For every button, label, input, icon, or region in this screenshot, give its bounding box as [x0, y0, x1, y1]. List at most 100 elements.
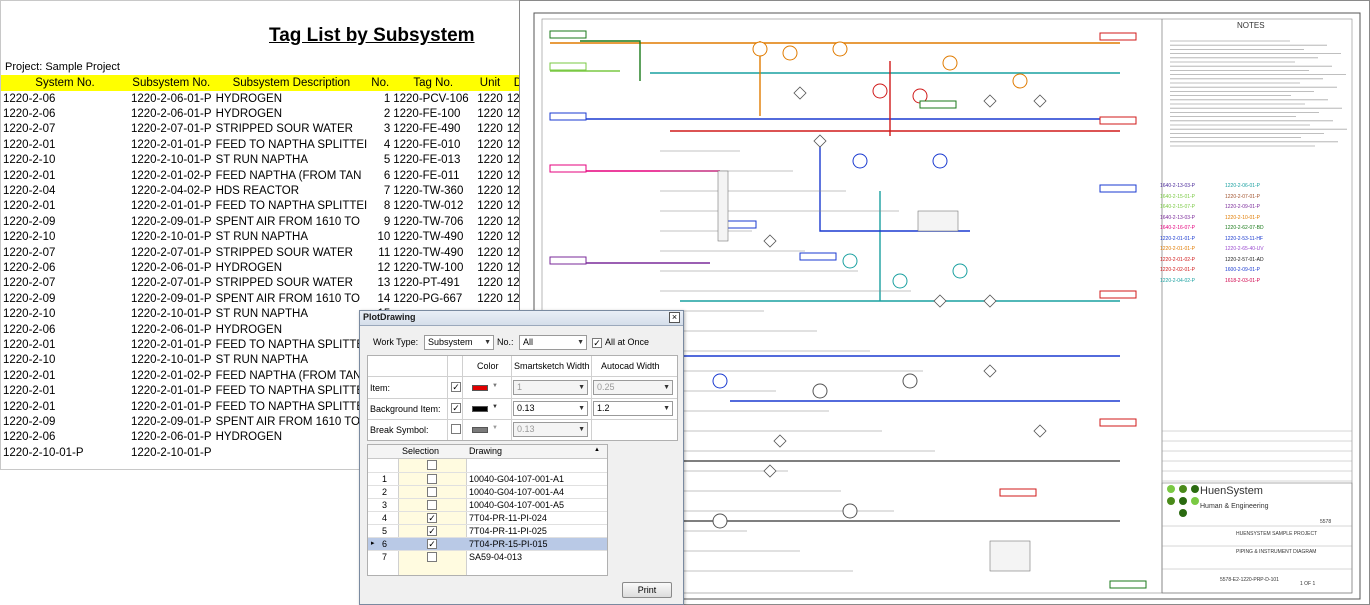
table-cell: 1220 — [477, 292, 503, 305]
drawing-select-checkbox[interactable] — [427, 500, 437, 510]
chevron-down-icon: ▼ — [663, 405, 670, 412]
drawing-list-row[interactable]: ▸6✓7T04-PR-15-PI-015 — [368, 537, 607, 550]
table-cell: 1220-2-01-01-P — [131, 200, 212, 213]
table-cell: 1220-2-09-01-P — [131, 415, 212, 428]
table-cell: HYDROGEN — [215, 261, 283, 274]
logo-dot — [1167, 497, 1175, 505]
chevron-down-icon: ▼ — [578, 405, 585, 412]
table-cell: 1220-2-01 — [3, 400, 56, 413]
break-symbol-checkbox[interactable] — [451, 424, 461, 434]
print-button[interactable]: Print — [622, 582, 672, 598]
legend-entry: 1220-2-07-01-P — [1225, 193, 1261, 200]
legend-entry: 1220-2-09-01-P — [1225, 204, 1261, 210]
select-all-checkbox[interactable] — [427, 460, 437, 470]
drawing-select-checkbox[interactable]: ✓ — [427, 526, 437, 536]
break-color-swatch — [472, 427, 488, 433]
table-cell: 1220-2-06 — [3, 431, 56, 444]
dialog-titlebar[interactable]: PlotDrawing × — [360, 311, 683, 326]
background-item-label: Background Item: — [370, 404, 441, 414]
legend-entry: 1220-2-65-40-UV — [1225, 246, 1264, 252]
drawing-column-header[interactable]: Drawing — [469, 446, 503, 456]
drawing-select-checkbox[interactable]: ✓ — [427, 539, 437, 549]
table-cell: 9 — [383, 215, 391, 228]
table-cell: FEED TO NAPTHA SPLITTEI — [215, 200, 368, 213]
logo-dot — [1179, 485, 1187, 493]
drawing-select-checkbox[interactable]: ✓ — [427, 513, 437, 523]
valve-symbol — [983, 364, 997, 378]
drawing-list-row[interactable]: 5✓7T04-PR-11-PI-025 — [368, 524, 607, 537]
drawing-select-checkbox[interactable] — [427, 552, 437, 562]
no-select[interactable]: All▼ — [519, 335, 587, 350]
chevron-down-icon: ▼ — [492, 404, 498, 410]
chevron-down-icon: ▼ — [663, 384, 670, 391]
selection-column-header[interactable]: Selection — [402, 446, 440, 456]
legend-entry: 1640-2-13-03-P — [1160, 214, 1196, 221]
item-smartsketch-value: 1 — [517, 382, 523, 392]
table-cell: 8 — [383, 200, 391, 213]
column-header: No. — [369, 75, 392, 91]
legend-entry: 1220-2-02-01-P — [1160, 267, 1196, 273]
table-cell: 1220-2-06-01-P — [131, 323, 212, 336]
item-autocad-select: 0.25▼ — [593, 380, 673, 395]
table-cell: 1220-2-10-01-P — [131, 354, 212, 367]
background-color-swatch[interactable] — [472, 406, 488, 412]
sort-ascending-icon: ▲ — [594, 447, 600, 453]
titleblock-project-title: HUENSYSTEM SAMPLE PROJECT — [1236, 531, 1318, 537]
instrument-bubble — [842, 503, 858, 519]
table-cell: 1220-FE-013 — [393, 154, 461, 167]
table-cell: HDS REACTOR — [215, 185, 300, 198]
instrument-bubble — [852, 153, 868, 169]
instrument-bubble — [872, 83, 888, 99]
item-color-swatch[interactable] — [472, 385, 488, 391]
all-at-once-checkbox[interactable]: ✓ — [592, 338, 602, 348]
drawing-select-checkbox[interactable] — [427, 487, 437, 497]
table-cell: 1220 — [477, 108, 503, 121]
work-type-select[interactable]: Subsystem▼ — [424, 335, 494, 350]
table-cell: 1220-2-01 — [3, 138, 56, 151]
background-smartsketch-value: 0.13 — [517, 403, 535, 413]
table-cell: 1220-TW-012 — [393, 200, 464, 213]
background-smartsketch-select[interactable]: 0.13 ▼ — [513, 401, 588, 416]
instrument-bubble — [712, 513, 728, 529]
chevron-down-icon: ▼ — [578, 384, 585, 391]
background-autocad-select[interactable]: 1.2 ▼ — [593, 401, 673, 416]
line-tag-box — [1099, 32, 1137, 41]
titleblock-project-no: 5578 — [1320, 519, 1332, 525]
valve-symbol — [983, 94, 997, 108]
close-icon[interactable]: × — [669, 312, 680, 323]
table-cell: 1220-TW-490 — [393, 231, 464, 244]
background-autocad-value: 1.2 — [597, 403, 610, 413]
table-cell: FEED TO NAPTHA SPLITTEI — [215, 385, 368, 398]
table-cell: 1220-PT-491 — [393, 277, 460, 290]
drawing-list-row[interactable]: 4✓7T04-PR-11-PI-024 — [368, 511, 607, 524]
table-cell: 1220 — [477, 169, 503, 182]
legend-entry: 1220-2-62-07-BD — [1225, 225, 1264, 231]
item-checkbox[interactable]: ✓ — [451, 382, 461, 392]
plot-drawing-dialog: PlotDrawing × Work Type: Subsystem▼ No.:… — [359, 310, 684, 605]
valve-symbol — [1033, 424, 1047, 438]
table-cell: STRIPPED SOUR WATER — [215, 246, 353, 259]
row-number: 6 — [382, 539, 388, 549]
table-cell: 3 — [383, 123, 391, 136]
line-tag-box — [549, 62, 587, 71]
break-smartsketch-select: 0.13▼ — [513, 422, 588, 437]
row-number: 3 — [382, 500, 388, 510]
legend-entry: 1618-2-03-01-P — [1225, 277, 1261, 284]
valve-symbol — [793, 86, 807, 100]
company-subtitle: Human & Engineering — [1200, 503, 1269, 510]
table-cell: HYDROGEN — [215, 431, 283, 444]
table-cell: 1220-2-09 — [3, 292, 56, 305]
table-cell: 1 — [383, 92, 391, 105]
table-cell: STRIPPED SOUR WATER — [215, 277, 353, 290]
drawing-name: SA59-04-013 — [469, 552, 523, 562]
line-tag-box — [549, 164, 587, 173]
background-item-checkbox[interactable]: ✓ — [451, 403, 461, 413]
drawing-select-checkbox[interactable] — [427, 474, 437, 484]
